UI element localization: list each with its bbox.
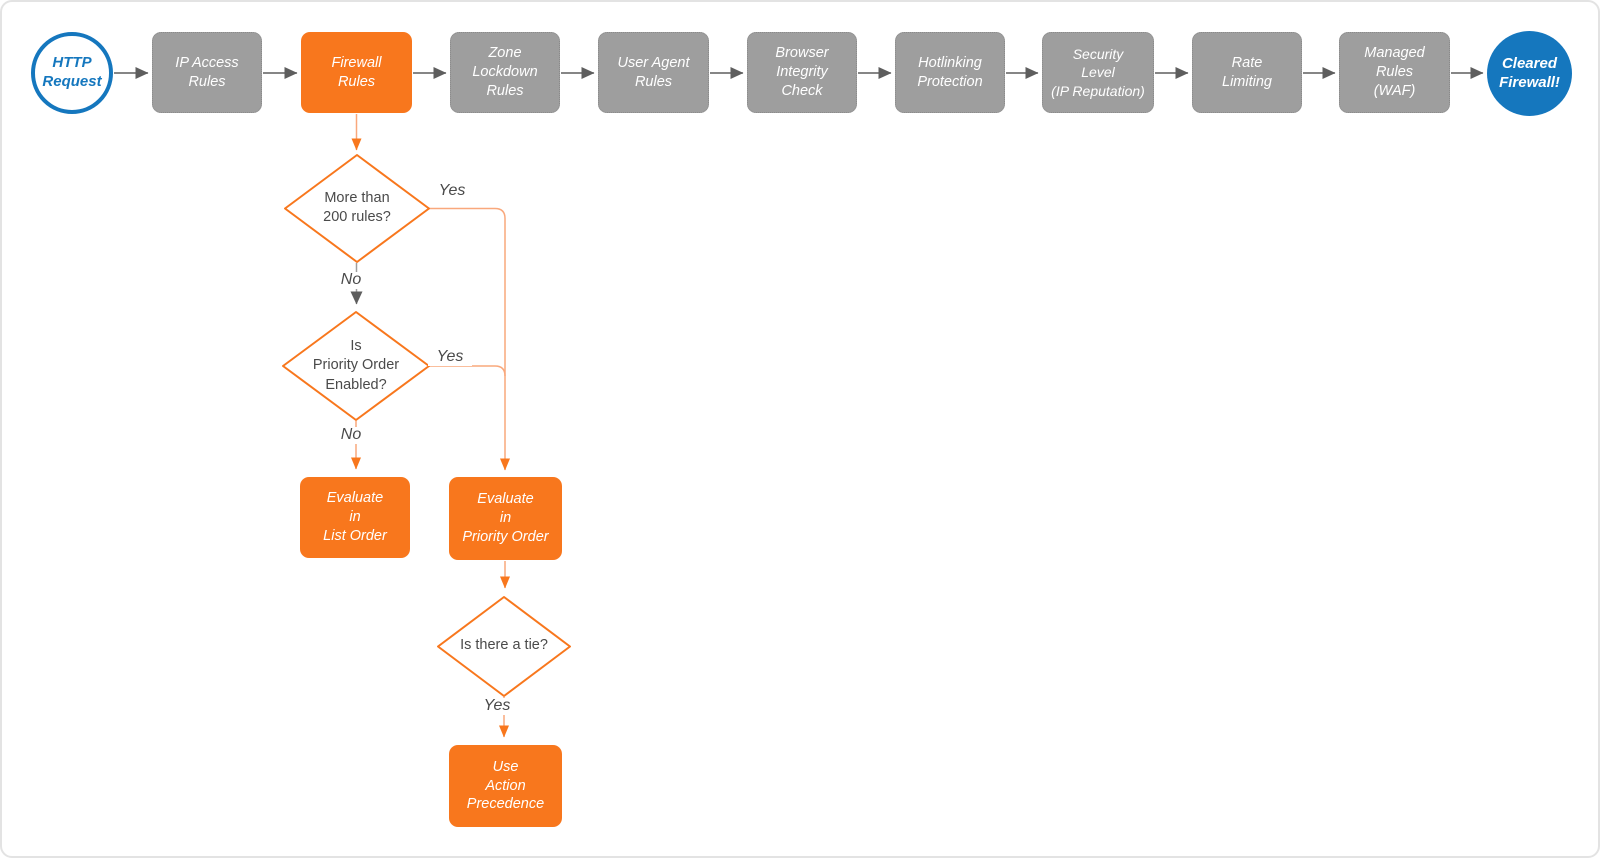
decision-shape-priority-order-enabled xyxy=(282,311,430,421)
node-user-agent-rules: User Agent Rules xyxy=(598,32,709,113)
node-managed-rules-waf: Managed Rules (WAF) xyxy=(1339,32,1450,113)
node-firewall-rules: Firewall Rules xyxy=(301,32,412,113)
connector-priority-yes xyxy=(429,365,506,377)
node-browser-integrity-check: Browser Integrity Check xyxy=(747,32,857,113)
node-evaluate-list-order: Evaluate in List Order xyxy=(300,477,410,558)
node-ip-access-rules: IP Access Rules xyxy=(152,32,262,113)
decision-priority-order-enabled: Is Priority Order Enabled? xyxy=(312,338,400,393)
node-security-level: Security Level (IP Reputation) xyxy=(1042,32,1154,113)
node-zone-lockdown-rules: Zone Lockdown Rules xyxy=(450,32,560,113)
edge-label-rules200-no: No xyxy=(329,271,373,289)
edge-label-tie-yes: Yes xyxy=(475,697,519,715)
decision-more-than-200-rules: More than 200 rules? xyxy=(323,189,391,225)
decision-is-there-a-tie: Is there a tie? xyxy=(460,637,548,654)
connector-rules200-yes xyxy=(429,207,510,471)
decision-shape-is-there-a-tie xyxy=(437,596,571,697)
decision-shape-more-than-200-rules xyxy=(284,154,430,263)
node-hotlinking-protection: Hotlinking Protection xyxy=(895,32,1005,113)
node-cleared-firewall: Cleared Firewall! xyxy=(1487,31,1572,116)
node-evaluate-priority-order: Evaluate in Priority Order xyxy=(449,477,562,560)
edge-label-priority-yes: Yes xyxy=(428,348,472,366)
node-use-action-precedence: Use Action Precedence xyxy=(449,745,562,827)
node-rate-limiting: Rate Limiting xyxy=(1192,32,1302,113)
edge-label-priority-no: No xyxy=(329,426,373,444)
edge-label-rules200-yes: Yes xyxy=(438,182,466,199)
node-http-request: HTTP Request xyxy=(31,32,113,114)
